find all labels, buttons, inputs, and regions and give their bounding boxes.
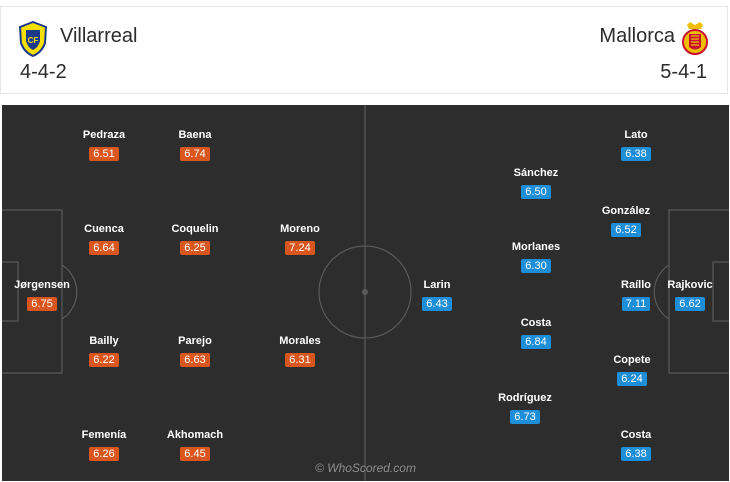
player-baena[interactable]: Baena 6.74 (160, 128, 230, 162)
player-name: Sánchez (513, 167, 559, 179)
player-rating: 7.24 (285, 241, 315, 255)
player-moreno[interactable]: Moreno 7.24 (265, 222, 335, 256)
player-name: Copete (613, 354, 651, 366)
player-name: González (601, 205, 651, 217)
player-name: Morales (279, 335, 321, 347)
player-name: Pedraza (82, 129, 126, 141)
player-rodriguez[interactable]: Rodríguez 6.73 (490, 391, 560, 425)
player-costa-def[interactable]: Costa 6.38 (601, 428, 671, 462)
player-name: Moreno (280, 223, 320, 235)
player-rating: 7.11 (621, 297, 651, 311)
svg-text:CF: CF (28, 36, 39, 45)
player-rajkovic[interactable]: Rajkovic 6.62 (655, 278, 725, 312)
player-costa-mid[interactable]: Costa 6.84 (501, 316, 571, 350)
away-formation: 5-4-1 (660, 61, 707, 83)
pitch: Pedraza 6.51 Baena 6.74 Cuenca 6.64 Coqu… (2, 105, 729, 481)
player-cuenca[interactable]: Cuenca 6.64 (69, 222, 139, 256)
player-rating: 6.30 (521, 259, 551, 273)
player-femenia[interactable]: Femenía 6.26 (69, 428, 139, 462)
player-coquelin[interactable]: Coquelin 6.25 (160, 222, 230, 256)
player-rating: 6.45 (180, 447, 210, 461)
player-name: Lato (624, 129, 648, 141)
player-larin[interactable]: Larin 6.43 (402, 278, 472, 312)
player-rating: 6.22 (89, 353, 119, 367)
away-team-name[interactable]: Mallorca (599, 25, 675, 47)
player-rating: 6.31 (285, 353, 315, 367)
player-rating: 6.52 (611, 223, 641, 237)
player-name: Bailly (89, 335, 119, 347)
player-rating: 6.73 (510, 410, 540, 424)
home-team-name[interactable]: Villarreal (60, 25, 138, 47)
player-name: Morlanes (511, 241, 561, 253)
player-name: Costa (620, 429, 652, 441)
player-bailly[interactable]: Bailly 6.22 (69, 334, 139, 368)
pitch-lines (2, 105, 729, 481)
player-raillo[interactable]: Raíllo 7.11 (601, 278, 671, 312)
whoscored-watermark: © WhoScored.com (315, 461, 416, 475)
player-jorgensen[interactable]: Jørgensen 6.75 (7, 278, 77, 312)
player-name: Larin (423, 279, 451, 291)
player-rating: 6.26 (89, 447, 119, 461)
player-rating: 6.51 (89, 147, 119, 161)
player-rating: 6.63 (180, 353, 210, 367)
player-rating: 6.74 (180, 147, 210, 161)
player-rating: 6.24 (617, 372, 647, 386)
player-rating: 6.84 (521, 335, 551, 349)
player-name: Cuenca (84, 223, 124, 235)
player-name: Parejo (178, 335, 212, 347)
player-rating: 6.50 (521, 185, 551, 199)
player-name: Femenía (81, 429, 127, 441)
player-lato[interactable]: Lato 6.38 (601, 128, 671, 162)
player-rating: 6.25 (180, 241, 210, 255)
player-name: Rodríguez (498, 392, 552, 404)
player-copete[interactable]: Copete 6.24 (597, 353, 667, 387)
mallorca-crest-icon[interactable] (680, 21, 710, 57)
player-name: Raíllo (621, 279, 651, 291)
player-sanchez[interactable]: Sánchez 6.50 (501, 166, 571, 200)
match-header: CF Villarreal 4-4-2 Mallorca 5-4-1 (0, 6, 728, 94)
home-formation: 4-4-2 (20, 61, 67, 83)
player-name: Rajkovic (667, 279, 713, 291)
player-rating: 6.43 (422, 297, 452, 311)
player-parejo[interactable]: Parejo 6.63 (160, 334, 230, 368)
player-name: Jørgensen (14, 279, 70, 291)
player-morlanes[interactable]: Morlanes 6.30 (501, 240, 571, 274)
villarreal-crest-icon[interactable]: CF (18, 21, 48, 57)
player-rating: 6.38 (621, 147, 651, 161)
player-rating: 6.75 (27, 297, 57, 311)
player-morales[interactable]: Morales 6.31 (265, 334, 335, 368)
player-name: Akhomach (166, 429, 224, 441)
player-name: Costa (520, 317, 552, 329)
player-rating: 6.62 (675, 297, 705, 311)
player-akhomach[interactable]: Akhomach 6.45 (160, 428, 230, 462)
player-rating: 6.64 (89, 241, 119, 255)
player-name: Baena (178, 129, 212, 141)
player-name: Coquelin (171, 223, 219, 235)
player-pedraza[interactable]: Pedraza 6.51 (69, 128, 139, 162)
player-rating: 6.38 (621, 447, 651, 461)
player-gonzalez[interactable]: González 6.52 (591, 204, 661, 238)
